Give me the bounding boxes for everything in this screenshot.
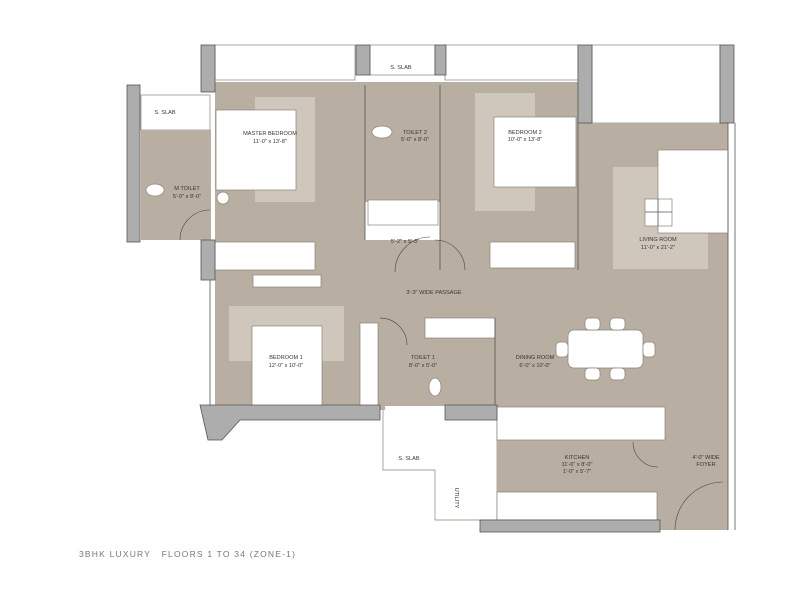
tv-unit — [252, 274, 322, 288]
plant-icon — [216, 191, 230, 205]
plan-caption: 3BHK LUXURY FLOORS 1 TO 34 (ZONE-1) — [79, 549, 297, 559]
wardrobe-master — [214, 241, 316, 271]
wc-toilet-1-icon — [428, 377, 442, 397]
room-size-bedroom-2: 10'-0" x 13'-8" — [508, 137, 542, 143]
room-name-living-room: LIVING ROOM — [639, 237, 677, 243]
walls — [126, 44, 736, 533]
room-size-bedroom-1: 12'-0" x 10'-0" — [269, 363, 303, 369]
room-size-living-room: 11'-0" x 21'-2" — [641, 245, 675, 251]
room-size-m-toilet: 5'-0" x 8'-0" — [173, 194, 201, 200]
slab-utility — [382, 404, 498, 521]
wardrobe-bedroom-1 — [359, 322, 379, 409]
wc-toilet-2-icon — [371, 125, 393, 139]
room-name-bedroom-2: BEDROOM 2 — [508, 130, 542, 136]
balcony-living — [591, 44, 721, 124]
room-name-foyer-2: FOYER — [696, 462, 715, 468]
room-size-kitchen: 11'-6" x 8'-0" — [562, 462, 593, 468]
room-size-toilet-2: 5'-0" x 8'-0" — [401, 137, 429, 143]
slab-label: S. SLAB — [154, 110, 175, 116]
room-name-toilet-2: TOILET 2 — [403, 130, 427, 136]
room-name-foyer: 4'-0" WIDE — [692, 455, 720, 461]
coffee-table — [644, 198, 673, 227]
room-name-kitchen: KITCHEN — [565, 455, 590, 461]
kitchen-counter-bottom — [496, 491, 658, 521]
bed-bedroom-1 — [251, 325, 323, 407]
room-name-dining-room: DINING ROOM — [516, 355, 555, 361]
kitchen-counter-top — [496, 406, 666, 441]
room-size-master-bedroom: 11'-0" x 13'-8" — [253, 139, 287, 145]
wc-m-toilet-icon — [145, 183, 165, 197]
bed-bedroom-2 — [493, 116, 577, 188]
bed-master — [215, 109, 297, 191]
ledge-toilet-1 — [424, 317, 496, 339]
room-name-m-toilet: M TOILET — [174, 186, 200, 192]
wardrobe-bedroom-2 — [489, 241, 576, 269]
doors — [179, 209, 724, 531]
dining-table — [567, 329, 644, 369]
slab-label: S. SLAB — [390, 65, 411, 71]
room-name-master-bedroom: MASTER BEDROOM — [243, 131, 297, 137]
slab-label: S. SLAB — [398, 456, 419, 462]
room-size-toilet-1: 8'-0" x 5'-0" — [409, 363, 437, 369]
room-name-passage: 3'-3" WIDE PASSAGE — [406, 290, 461, 296]
room-size-dining-room: 6'-0" x 10'-0" — [519, 363, 550, 369]
room-name-toilet-1: TOILET 1 — [411, 355, 435, 361]
room-size-kitchen-2: 1'-0" x 5'-7" — [563, 469, 591, 475]
wardrobe-lobby — [367, 199, 439, 226]
balcony-master — [214, 44, 356, 81]
slab-m-toilet — [140, 94, 211, 131]
dining-chairs — [555, 317, 656, 381]
room-name-utility: UTILITY — [453, 488, 459, 509]
room-size-lobby: 5'-2" x 5'-3" — [391, 239, 419, 245]
room-name-bedroom-1: BEDROOM 1 — [269, 355, 303, 361]
balcony-bedroom-2 — [444, 44, 579, 81]
slab-toilet-2 — [369, 44, 436, 76]
